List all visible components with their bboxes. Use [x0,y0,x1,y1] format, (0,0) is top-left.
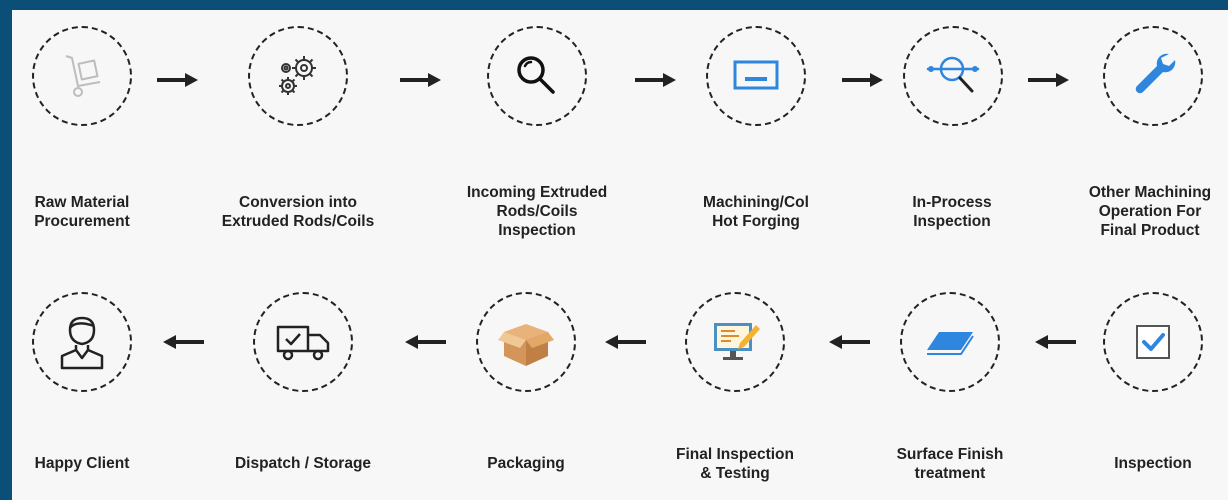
arrow-left-1 [1035,335,1076,349]
computer-checklist-icon [714,323,760,360]
arrow-left-4 [405,335,446,349]
arrow-left-5 [163,335,204,349]
checkbox-icon [1136,325,1170,359]
step-7-label: Inspection [1114,455,1192,472]
step-5-label: In-Process Inspection [912,194,992,230]
step-6-label: Other Machining Operation For Final Prod… [1088,184,1212,239]
layers-icon [927,332,974,355]
arrow-left-3 [605,335,646,349]
arrow-left-2 [829,335,870,349]
step-4-label: Machining/Col Hot Forging [703,194,809,230]
gears-icon [279,56,316,95]
step-7-circle [1103,292,1203,392]
arrow-right-4 [842,73,883,87]
step-12-circle [32,292,132,392]
arrow-right-5 [1028,73,1069,87]
arrow-right-1 [157,73,198,87]
step-1-circle [32,26,132,126]
step-6-circle [1103,26,1203,126]
client-person-icon [60,316,104,370]
step-10-circle [476,292,576,392]
step-1-label: Raw Material Procurement [34,194,130,230]
delivery-truck-icon [276,325,330,361]
arrow-right-3 [635,73,676,87]
cardboard-box-icon [498,324,554,366]
step-10-label: Packaging [487,455,565,472]
monitor-screen-icon [733,60,779,90]
step-2-label: Conversion into Extruded Rods/Coils [221,194,375,230]
arrow-right-2 [400,73,441,87]
step-11-label: Dispatch / Storage [234,455,372,472]
magnifier-icon [517,56,555,94]
step-5-circle [903,26,1003,126]
step-2-circle [248,26,348,126]
step-9-circle [685,292,785,392]
wrench-icon [1135,53,1176,94]
step-8-label: Surface Finish treatment [896,446,1004,482]
scan-magnifier-icon [926,56,980,93]
step-8-circle [900,292,1000,392]
process-panel [12,10,1228,500]
step-4-circle [706,26,806,126]
step-3-circle [487,26,587,126]
hand-truck-icon [65,55,101,97]
step-12-label: Happy Client [34,455,130,472]
step-11-circle [253,292,353,392]
step-3-label: Incoming Extruded Rods/Coils Inspection [466,184,608,239]
step-9-label: Final Inspection & Testing [676,446,794,482]
